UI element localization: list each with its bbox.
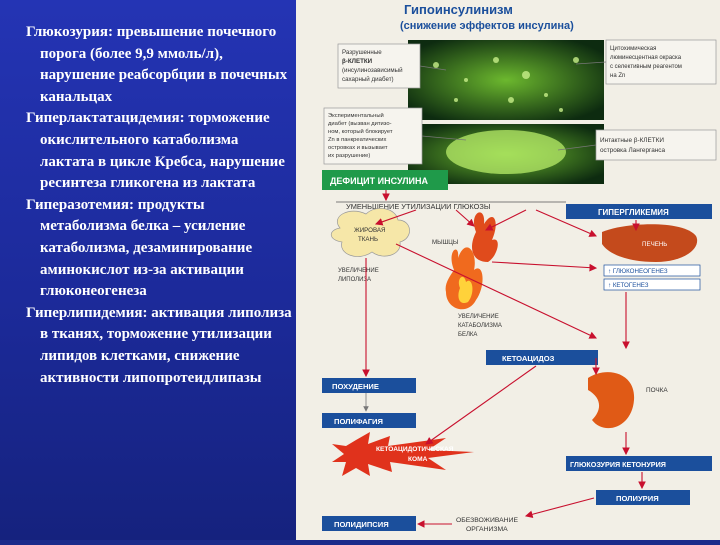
intact-cells-box bbox=[595, 129, 717, 161]
hyperglycemia-label: ГИПЕРГЛИКЕМИЯ bbox=[598, 208, 669, 217]
diagram-title: Гипоинсулинизм bbox=[404, 2, 513, 17]
coma-label: КЕТОАЦИДОТИЧЕСКАЯ КОМА bbox=[376, 446, 455, 463]
intact-islet-glow bbox=[446, 130, 566, 174]
lipolysis-label: УВЕЛИЧЕНИЕ ЛИПОЛИЗА bbox=[338, 268, 380, 283]
glucosuria-paragraph: Глюкозурия: превышение почечного порога … bbox=[26, 24, 288, 105]
fat-tissue-label: ЖИРОВАЯ ТКАНЬ bbox=[354, 227, 387, 243]
polyphagia-box bbox=[322, 413, 416, 428]
glucosuria-label: ГЛЮКОЗУРИЯ КЕТОНУРИЯ bbox=[570, 460, 666, 469]
experimental-label: Экспериментальный диабет (вызван дитизо-… bbox=[328, 112, 394, 159]
fire-core-icon bbox=[458, 276, 473, 304]
hypoinsulinism-diagram: Гипоинсулинизм (снижение эффектов инсули… bbox=[322, 2, 717, 533]
liver-label: ПЕЧЕНЬ bbox=[642, 241, 667, 248]
ketoacidosis-box bbox=[486, 350, 598, 365]
diagram-subtitle: (снижение эффектов инсулина) bbox=[400, 20, 574, 32]
polydipsia-label: ПОЛИДИПСИЯ bbox=[334, 520, 389, 529]
slide-text-panel: Глюкозурия: превышение почечного порога … bbox=[0, 0, 296, 540]
kidney-label: ПОЧКА bbox=[646, 387, 668, 394]
destroyed-cells-texture bbox=[433, 57, 579, 112]
hyperazotemia-paragraph: Гиперазотемия: продукты метаболизма белк… bbox=[26, 196, 253, 300]
gray-leader-lines bbox=[363, 61, 607, 412]
weight-loss-label: ПОХУДЕНИЕ bbox=[332, 382, 379, 391]
muscle-icon bbox=[472, 212, 498, 262]
cytochem-label: Цитохимическая люминесцентная окраска с … bbox=[610, 46, 684, 79]
polyuria-box bbox=[596, 490, 690, 505]
muscle-label: МЫШЦЫ bbox=[432, 239, 458, 246]
cytochem-box bbox=[605, 39, 717, 85]
insulin-deficit-label: ДЕФИЦИТ ИНСУЛИНА bbox=[330, 176, 428, 186]
glucose-util-label: УМЕНЬШЕНИЕ УТИЛИЗАЦИИ ГЛЮКОЗЫ bbox=[346, 202, 490, 211]
ketogen-box bbox=[603, 278, 701, 291]
hyperlactatacidemia-paragraph: Гиперлактатацидемия: торможение окислите… bbox=[26, 110, 285, 192]
weight-loss-box bbox=[322, 378, 416, 393]
coma-burst-icon bbox=[332, 432, 474, 476]
polyphagia-label: ПОЛИФАГИЯ bbox=[334, 417, 383, 426]
liver-icon bbox=[602, 224, 698, 262]
slide-text: Глюкозурия: превышение почечного порога … bbox=[26, 22, 294, 389]
dehydration-label: ОБЕЗВОЖИВАНИЕ ОРГАНИЗМА bbox=[456, 517, 520, 533]
ketogen-label: ↑ КЕТОГЕНЕЗ bbox=[608, 282, 649, 289]
fat-tissue-icon bbox=[330, 207, 410, 257]
glucosuria-box bbox=[566, 456, 712, 471]
experimental-box bbox=[323, 107, 423, 165]
polydipsia-box bbox=[322, 516, 416, 531]
insulin-deficit-box bbox=[322, 170, 448, 190]
hyperlipidemia-paragraph: Гиперлипидемия: активация липолиза в тка… bbox=[26, 304, 292, 386]
gluconeo-label: ↑ ГЛЮКОНЕОГЕНЕЗ bbox=[608, 268, 668, 275]
kidney-icon bbox=[588, 372, 635, 429]
diagram-panel: Гипоинсулинизм (снижение эффектов инсули… bbox=[296, 0, 720, 540]
destroyed-cells-box bbox=[337, 43, 421, 89]
polyuria-label: ПОЛИУРИЯ bbox=[616, 494, 659, 503]
intact-cells-label: Интактные β-КЛЕТКИ островка Лангерганса bbox=[600, 137, 666, 154]
hyperglycemia-box bbox=[566, 204, 712, 219]
destroyed-cells-image bbox=[408, 40, 604, 120]
gluconeo-box bbox=[603, 264, 701, 277]
destroyed-cells-label: Разрушенные β-КЛЕТКИ (инсулинозависимый … bbox=[342, 49, 404, 83]
ketoacidosis-label: КЕТОАЦИДОЗ bbox=[502, 354, 555, 363]
red-arrows bbox=[362, 190, 646, 528]
protein-catab-label: УВЕЛИЧЕНИЕ КАТАБОЛИЗМА БЕЛКА bbox=[458, 314, 504, 338]
